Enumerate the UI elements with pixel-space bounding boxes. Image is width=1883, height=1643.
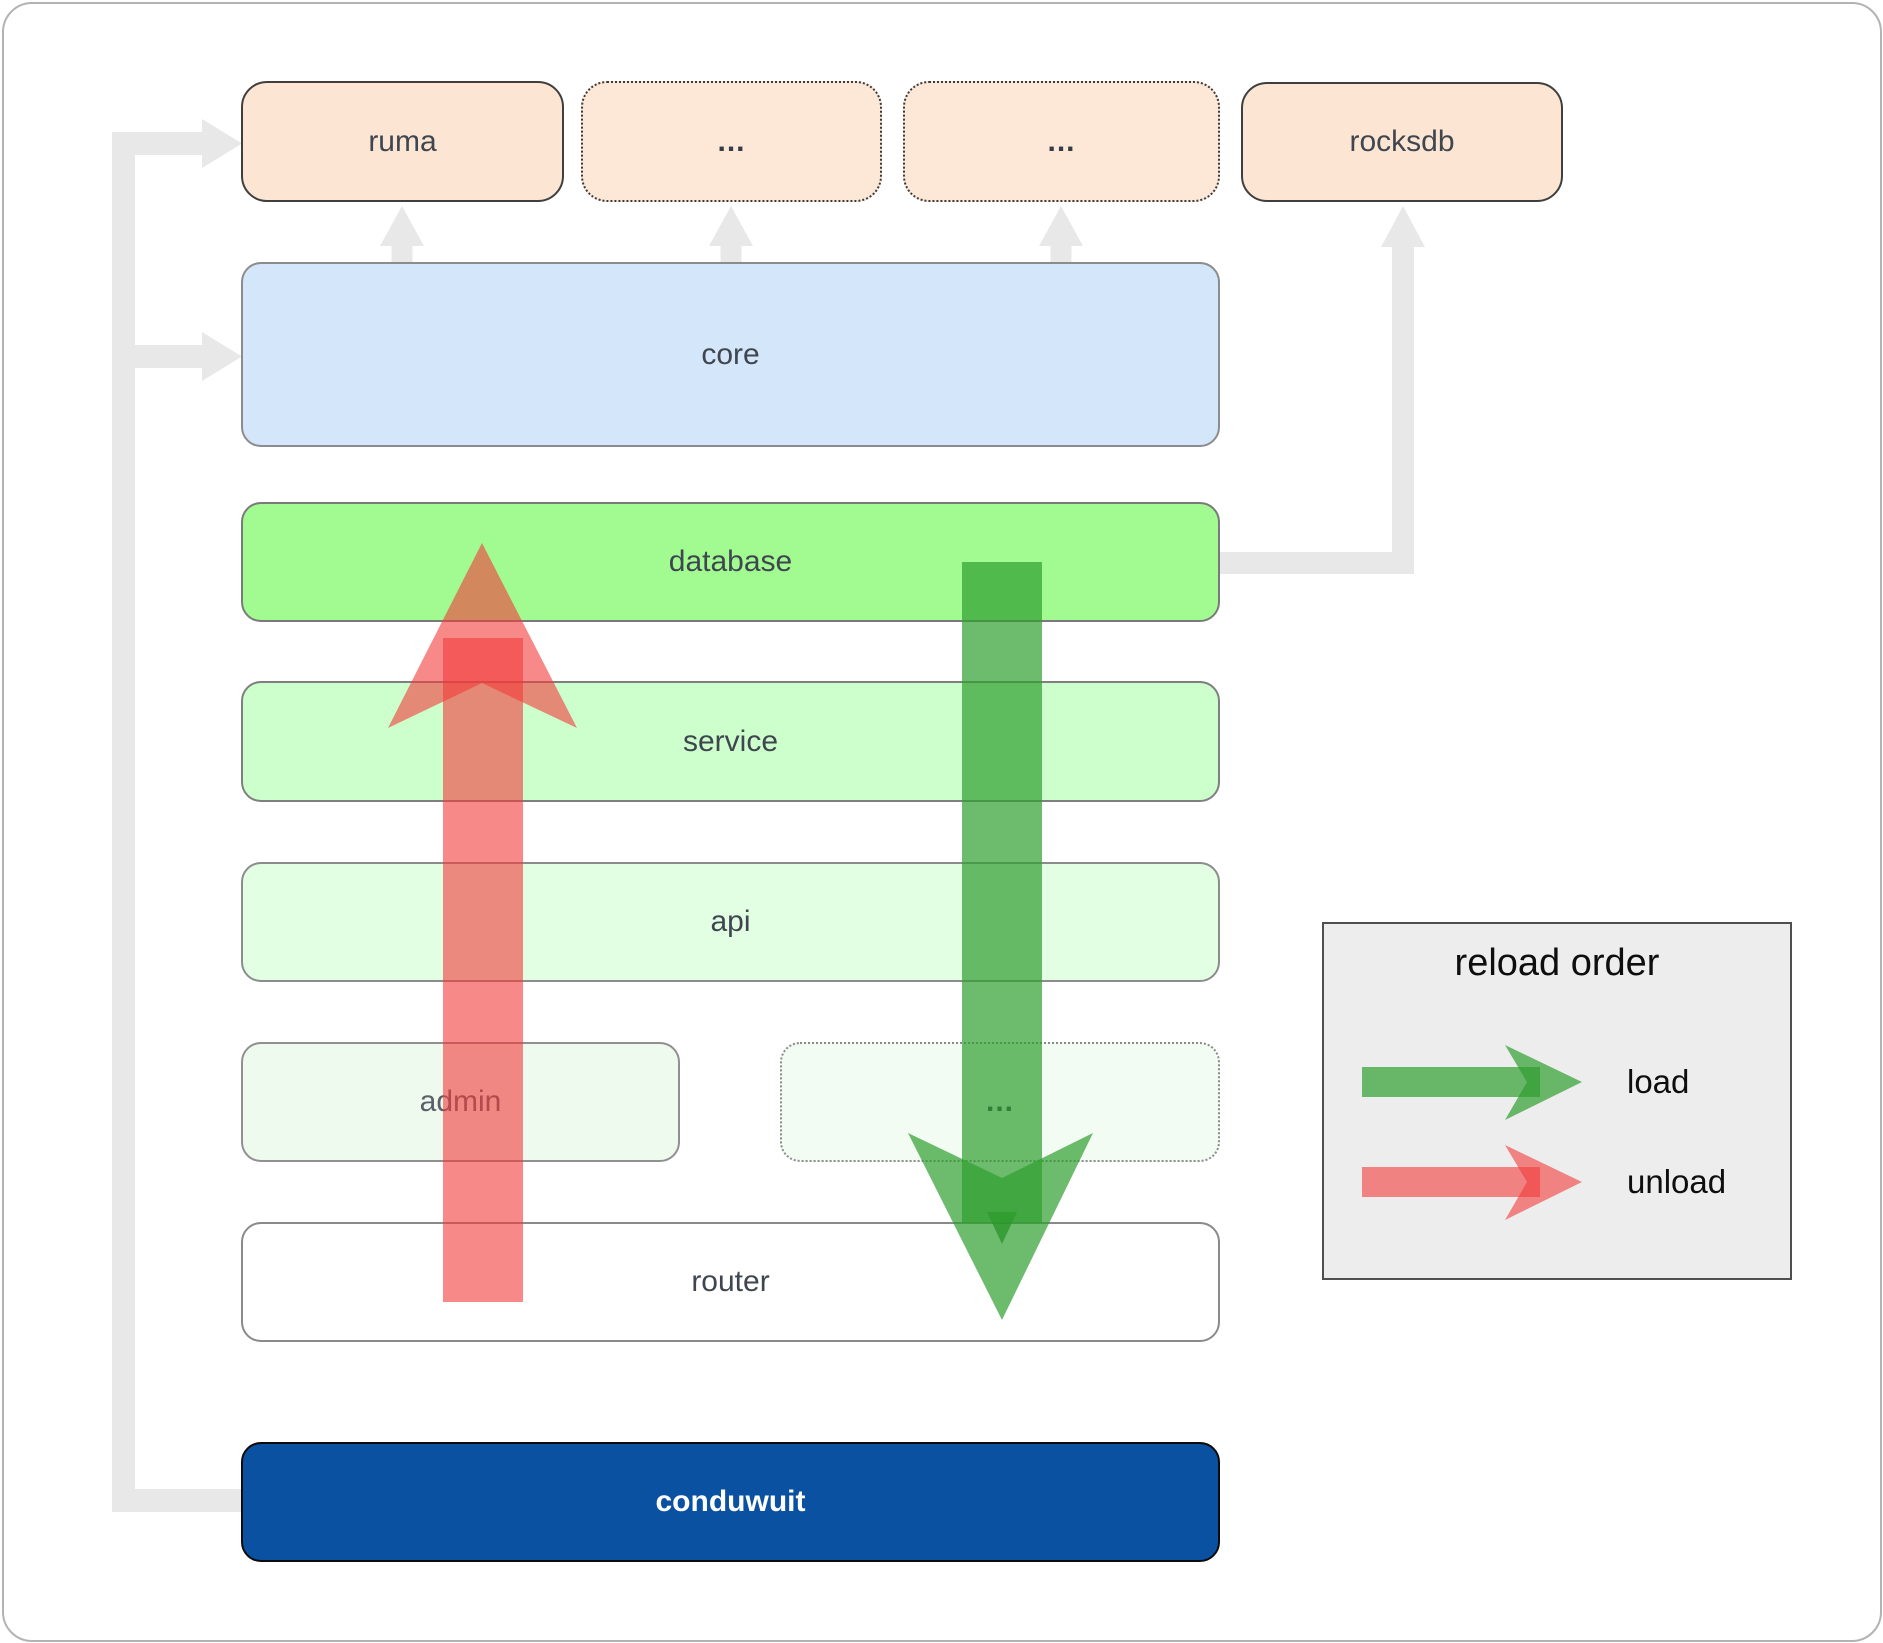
core-to-modules-connectors [380,206,1083,263]
core-to-ellipsis2-arrowhead-icon [1039,206,1083,246]
legend-unload-arrow-icon [1362,1145,1582,1220]
database-elbow-vertical [1392,246,1414,574]
legend-unload-label: unload [1627,1163,1727,1200]
box-ellipsis-top-1-label: ... [717,124,746,158]
core-to-ellipsis1-arrowhead-icon [709,206,753,246]
box-service-label: service [682,724,779,758]
legend-box [1322,922,1792,1280]
trunk-bottom-elbow [112,1489,243,1512]
unload-arrow-icon [388,543,577,1302]
arrowhead-to-rocksdb-icon [1381,206,1425,247]
branch-to-ruma-line [112,132,204,155]
legend-load-arrow-icon [1362,1045,1582,1120]
box-conduwuit: conduwuit [241,1442,1220,1562]
core-to-ellipsis2-line [1050,244,1072,263]
box-api: api [241,862,1220,982]
database-elbow-horizontal [1218,552,1414,574]
legend-title: reload order [1454,942,1660,984]
core-to-ruma-line [391,244,413,263]
box-ruma-label: ruma [368,124,437,158]
core-to-ellipsis1-line [720,244,742,263]
branch-to-core-line [135,345,204,368]
load-arrow-head [908,1133,1093,1320]
box-ellipsis-top-1: ... [581,81,882,202]
box-rocksdb-label: rocksdb [1349,125,1455,158]
arrowhead-to-core-icon [202,332,242,381]
box-router-label: router [691,1265,770,1298]
database-to-rocksdb-connector [1218,206,1425,574]
legend-load-arrow-head [1505,1045,1582,1120]
box-api-label: api [710,905,751,938]
legend-unload-arrow-shaft [1362,1167,1540,1197]
trunk-vertical-line [112,132,135,1512]
box-router: router [241,1222,1220,1342]
conduwuit-trunk-connector [112,119,243,1512]
unload-arrow-shaft [443,638,523,1302]
box-rocksdb: rocksdb [1241,82,1563,202]
box-ellipsis-top-2: ... [903,81,1220,202]
box-ruma: ruma [241,81,564,202]
arrowhead-to-ruma-icon [202,119,242,168]
load-arrow-icon [908,562,1093,1320]
box-database: database [241,502,1220,622]
legend-load-arrow-shaft [1362,1067,1540,1097]
box-core-label: core [701,337,760,371]
unload-arrow-head [388,543,577,728]
box-ellipsis-top-2-label: ... [1047,124,1076,158]
legend-unload-arrow-head [1505,1145,1582,1220]
box-database-label: database [668,545,793,578]
core-to-ruma-arrowhead-icon [380,206,424,246]
box-core: core [241,262,1220,447]
box-conduwuit-label: conduwuit [655,1485,806,1518]
load-arrow-shaft [962,562,1042,1223]
legend-load-label: load [1627,1063,1690,1100]
